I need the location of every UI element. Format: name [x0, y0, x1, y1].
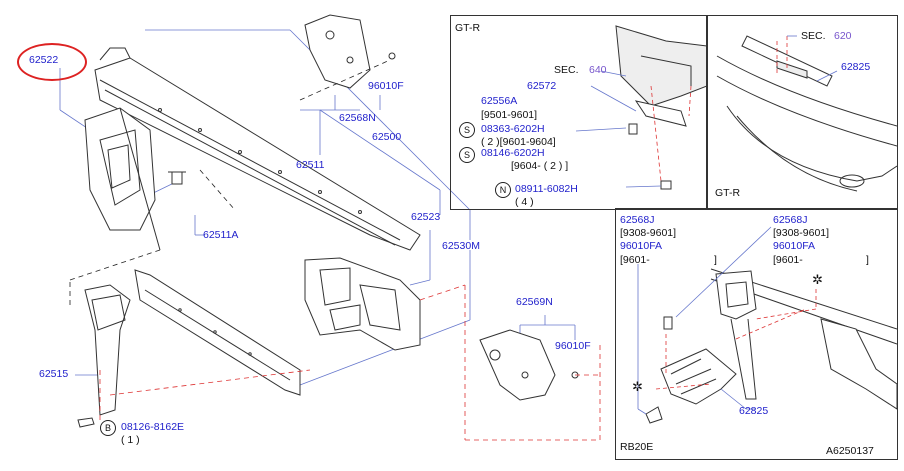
gtr-right-panel: SEC. 620 62825 GT-R	[706, 15, 898, 210]
part-08911-6082H[interactable]: 08911-6082H	[515, 183, 578, 195]
part-96010FA-right[interactable]: 96010FA	[773, 240, 816, 252]
part-62530M[interactable]: 62530M	[442, 240, 480, 252]
part-96010F-top[interactable]: 96010F	[368, 80, 404, 92]
part-62523[interactable]: 62523	[411, 211, 441, 223]
gtr-right-title: GT-R	[715, 187, 741, 199]
part-62568J-left-range: [9308-9601]	[620, 227, 677, 239]
b-marker: B	[100, 420, 116, 436]
figure-id: A6250137	[826, 445, 874, 457]
part-62500[interactable]: 62500	[372, 131, 402, 143]
part-62825-rb20e[interactable]: 62825	[739, 405, 769, 417]
part-08363-6202H-qty: ( 2 )[9601-9604]	[481, 136, 556, 148]
s-marker-1: S	[459, 122, 475, 138]
part-08146-6202H-range: [9604- ( 2 ) ]	[511, 160, 569, 172]
part-96010FA-right-bracket: ]	[866, 254, 869, 266]
part-62568J-right-range: [9308-9601]	[773, 227, 830, 239]
highlight-circle	[17, 43, 87, 81]
gtr-right-sec-prefix: SEC.	[801, 30, 826, 42]
part-62515[interactable]: 62515	[39, 368, 69, 380]
part-96010FA-left-range: [9601-	[620, 254, 650, 266]
rb20e-panel: 62568J [9308-9601] 96010FA [9601- ] 6256…	[615, 208, 898, 460]
part-62511[interactable]: 62511	[296, 159, 325, 171]
part-62556A-range: [9501-9601]	[481, 109, 538, 121]
part-62569N[interactable]: 62569N	[516, 296, 553, 308]
part-08363-6202H[interactable]: 08363-6202H	[481, 123, 545, 135]
part-62572[interactable]: 62572	[527, 80, 557, 92]
gtr-right-artwork	[716, 35, 897, 192]
part-62522[interactable]: 62522	[29, 54, 59, 66]
part-96010FA-left[interactable]: 96010FA	[620, 240, 663, 252]
part-96010FA-right-range: [9601-	[773, 254, 803, 266]
gtr-right-sec-link[interactable]: 620	[834, 30, 852, 42]
part-96010F-mid[interactable]: 96010F	[555, 340, 591, 352]
star-marker-top: ✲	[812, 272, 823, 287]
part-62568J-right[interactable]: 62568J	[773, 214, 808, 226]
gtr-left-title: GT-R	[455, 22, 481, 34]
part-62556A[interactable]: 62556A	[481, 95, 518, 107]
rb20e-title: RB20E	[620, 441, 654, 453]
gtr-left-sec-link[interactable]: 640	[589, 64, 607, 76]
rb20e-artwork	[637, 226, 897, 424]
part-62568N[interactable]: 62568N	[339, 112, 376, 124]
gtr-left-panel: GT-R SEC. 640 62572 62556A [9501-9601] S…	[450, 15, 708, 210]
part-08126-8162E[interactable]: 08126-8162E	[121, 421, 185, 433]
part-62511A[interactable]: 62511A	[203, 229, 239, 241]
star-marker-bottom: ✲	[632, 379, 643, 394]
s-marker-2: S	[459, 147, 475, 163]
part-08126-8162E-qty: ( 1 )	[121, 434, 140, 446]
gtr-left-sec-prefix: SEC.	[554, 64, 579, 76]
part-62825-gtr[interactable]: 62825	[841, 61, 871, 73]
part-62568J-left[interactable]: 62568J	[620, 214, 655, 226]
n-marker: N	[495, 182, 511, 198]
gtr-left-artwork	[575, 25, 707, 190]
part-08146-6202H[interactable]: 08146-6202H	[481, 147, 545, 159]
part-96010FA-left-bracket: ]	[714, 254, 717, 266]
part-08911-6082H-qty: ( 4 )	[515, 196, 534, 208]
